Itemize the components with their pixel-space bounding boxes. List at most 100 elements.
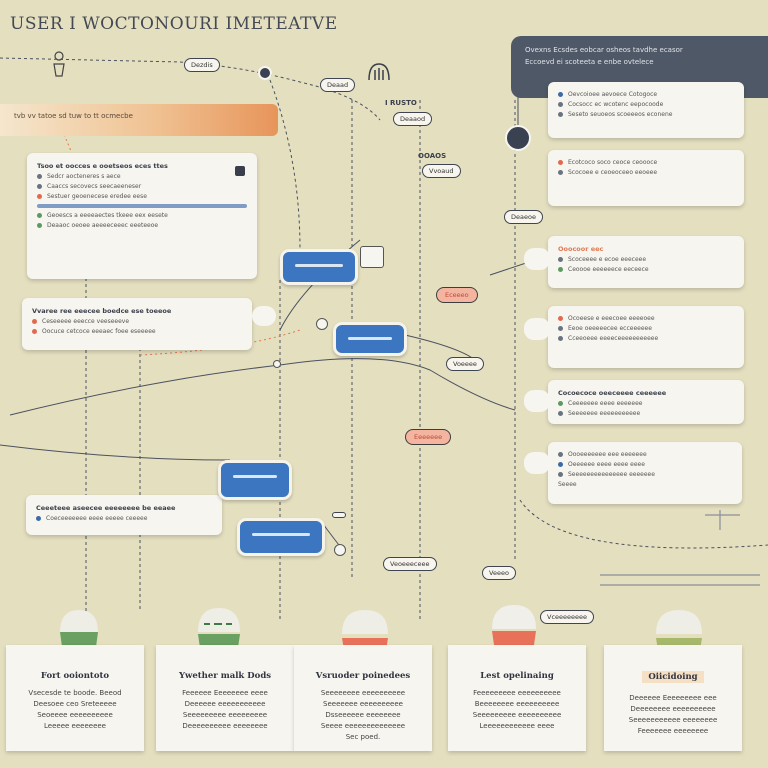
card-row: Oevcoioee aevoece Cotogoce — [568, 91, 658, 98]
card-row: Seeee — [558, 481, 577, 488]
bullet-icon — [558, 452, 563, 457]
flow-step-button[interactable] — [237, 518, 325, 556]
tag-mid-b[interactable]: Voeeee — [446, 357, 484, 371]
salmon-tag[interactable]: Eeeeeee — [405, 429, 452, 445]
bottom-card-line: Deeeeee eeeeeeeeeee — [184, 700, 266, 708]
tag-low-a[interactable]: Veoeeeceee — [383, 557, 437, 571]
bottom-card-line: Seoeeee eeeeeeeeee — [37, 711, 113, 719]
right-card-1: Oevcoioee aevoece Cotogoce Cocsocc ec wc… — [548, 82, 744, 138]
bullet-icon — [37, 194, 42, 199]
speech-bubble-icon — [252, 306, 276, 326]
bullet-icon — [37, 213, 42, 218]
bottom-card-line: Seeeeeeeee eeeeeeeeee — [472, 711, 562, 719]
tag-mid[interactable]: Deaad — [320, 78, 356, 92]
card-heading: Vvaree ree eeecee boedce ese toeeoe — [32, 307, 172, 315]
bottom-card-line: Feeeeeee eeeeeeee — [637, 727, 709, 735]
card-row: Cocsocc ec wcotenc eepocoode — [568, 101, 664, 108]
flow-step-button[interactable] — [218, 460, 292, 500]
right-card-2: Ecotcoco soco ceoce ceoooce Scocoee e ce… — [548, 150, 744, 206]
speech-bubble-icon — [524, 318, 550, 340]
card-row: Coeceeeeeee eeee eeeee ceeeee — [46, 515, 148, 522]
bottom-card-line: Vsecesde te boode. Beeod — [28, 689, 122, 697]
bottom-card-title: Fort ooiontoto — [40, 671, 110, 681]
bottom-card-line: Leeeeeeeeeeee eeee — [479, 722, 555, 730]
bullet-icon — [558, 472, 563, 477]
connector-node — [316, 318, 328, 330]
bottom-card-3: Vsruoder poinedees Seeeeeeee eeeeeeeeee … — [294, 645, 432, 751]
card-row: Eeoe oeeeeecee ecceeeeee — [568, 325, 652, 332]
right-card-5: Cocoecoce oeeceeee ceeeeee Ceeeeeee eeee… — [548, 380, 744, 424]
speech-bubble-icon — [524, 248, 550, 270]
left-card-2: Vvaree ree eeecee boedce ese toeeoe Cese… — [22, 298, 252, 350]
bottom-card-title: Lest opelinaing — [480, 671, 554, 681]
bottom-card-line: Deesoee ceo Sreteeeee — [33, 700, 117, 708]
card-row: Caaccs secovecs seecaeeneser — [47, 183, 142, 190]
bullet-icon — [558, 316, 563, 321]
top-right-panel-line: Eccoevd ei scoteeta e enbe ovtelece — [525, 58, 654, 66]
card-row: Seseto seuoeos scoeeeos econene — [568, 111, 673, 118]
bullet-icon — [558, 411, 563, 416]
bottom-card-line: Seeeeeeeee eeeeeeeee — [182, 711, 268, 719]
bullet-icon — [37, 223, 42, 228]
bottom-card-line: Deeeeeeeeee eeeeeeee — [182, 722, 268, 730]
bottom-card-line: Feeeeee Eeeeeeee eeee — [182, 689, 268, 697]
bullet-icon — [37, 174, 42, 179]
bottom-card-2: Ywether malk Dods Feeeeee Eeeeeeee eeee … — [156, 645, 294, 751]
bottom-card-line: Deeeeeeee eeeeeeeeee — [630, 705, 716, 713]
card-row: Scoceeee e ecoe eeeceee — [568, 256, 647, 263]
bottom-card-4: Lest opelinaing Feeeeeeeee eeeeeeeeee Be… — [448, 645, 586, 751]
bullet-icon — [558, 102, 563, 107]
card-row: Sestuer geoenecese eredee eese — [47, 193, 147, 200]
card-row: Ceoooe eeeeeece eeceece — [568, 266, 649, 273]
tag-right-mid[interactable]: Deaaod — [393, 112, 433, 126]
flow-step-button[interactable] — [280, 249, 358, 285]
bottom-card-line: Seeeeeee eeeeeeeeee — [323, 700, 403, 708]
bullet-icon — [558, 257, 563, 262]
bottom-card-line: Seeeeeeee eeeeeeeeee — [320, 689, 406, 697]
bullet-icon — [32, 319, 37, 324]
left-card-1: Tsoo et oocces e ooetseos eces ttes Sedc… — [27, 153, 257, 279]
bullet-icon — [32, 329, 37, 334]
label-ooaos: OOAOS — [418, 152, 447, 160]
right-card-3: Ooocoor eec Scoceeee e ecoe eeeceee Ceoo… — [548, 236, 744, 288]
bullet-icon — [558, 160, 563, 165]
card-heading: Ceeeteee aseecee eeeeeeee be eeaee — [36, 504, 176, 512]
page-title: USER I WOCTONOURI IMETEATVE — [10, 14, 338, 34]
bottom-card-line: Deeeeee Eeeeeeeee eee — [629, 694, 717, 702]
bullet-icon — [558, 112, 563, 117]
bullet-icon — [558, 336, 563, 341]
right-card-6: Oooeeeeeee eee eeeeeee Oeeeeee eeee eeee… — [548, 442, 742, 504]
card-row: Cceeoeee eeeeceeeeeeeeeee — [568, 335, 659, 342]
left-card-3: Ceeeteee aseecee eeeeeeee be eeaee Coece… — [26, 495, 222, 535]
bullet-icon — [558, 92, 563, 97]
bullet-icon — [558, 462, 563, 467]
bottom-card-line: Leeeee eeeeeeee — [44, 722, 106, 730]
bottom-card-1: Fort ooiontoto Vsecesde te boode. Beeod … — [6, 645, 144, 751]
speech-bubble-icon — [524, 452, 550, 474]
card-heading: Tsoo et oocces e ooetseos eces ttes — [37, 162, 168, 170]
bullet-icon — [558, 326, 563, 331]
salmon-tag[interactable]: Eceeeo — [436, 287, 478, 303]
bottom-card-line: Sec poed. — [345, 733, 381, 741]
card-row: Oooeeeeeee eee eeeeeee — [568, 451, 647, 458]
card-row: Geoescs a eeeeaectes tkeee eex eesete — [47, 212, 168, 219]
bottom-card-title: Ywether malk Dods — [178, 671, 272, 681]
lock-icon — [258, 66, 272, 80]
tag-top[interactable]: Dezdis — [184, 58, 220, 72]
header-banner: tvb vv tatoe sd tuw to tt ocmecbe — [0, 104, 278, 136]
tag-low-b[interactable]: Veeeo — [482, 566, 516, 580]
tag-vw[interactable]: Vvoaud — [422, 164, 461, 178]
card-row: Oeeeeee eeee eeee eeee — [568, 461, 645, 468]
document-icon — [360, 246, 384, 268]
tag-low-c[interactable]: Vceeeeeeee — [540, 610, 595, 624]
person-icon — [50, 50, 68, 86]
tag-small[interactable] — [332, 512, 346, 518]
bullet-icon — [36, 516, 41, 521]
flow-step-button[interactable] — [333, 322, 407, 356]
card-row: Ecotcoco soco ceoce ceoooce — [568, 159, 658, 166]
header-banner-text: tvb vv tatoe sd tuw to tt ocmecbe — [14, 112, 133, 120]
right-card-4: Ocoeese e eeecoee eeeeoee Eeoe oeeeeecee… — [548, 306, 744, 368]
tag-mid-a[interactable]: Deaeoe — [504, 210, 543, 224]
card-row: Ocoeese e eeecoee eeeeoee — [568, 315, 655, 322]
card-row: Oocuce cetcoce eeeaec foee eseeeee — [42, 328, 156, 335]
